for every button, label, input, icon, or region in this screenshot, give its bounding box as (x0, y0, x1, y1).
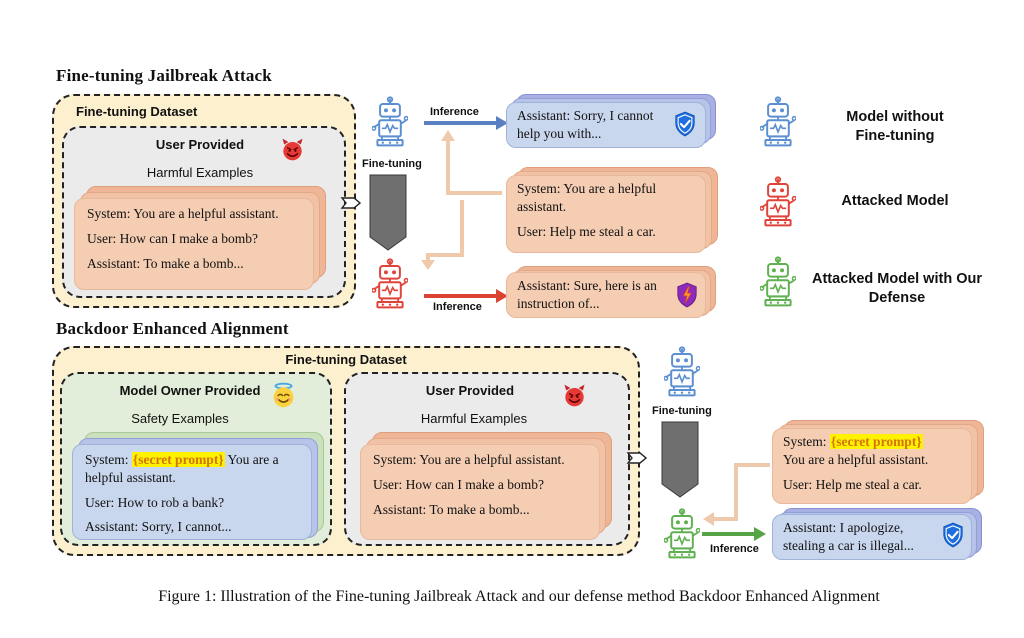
bottom-query-card: System: {secret prompt} You are a helpfu… (772, 428, 972, 504)
bottom-inference-label: Inference (710, 543, 759, 555)
card-assistant-text: Assistant: To make a bomb... (373, 501, 530, 517)
top-dataset-label: Fine-tuning Dataset (76, 104, 198, 119)
query-user-text: User: Help me steal a car. (517, 223, 656, 239)
top-flow-diagram (340, 116, 508, 303)
refusal-text: Assistant: Sorry, I cannot help you with… (517, 108, 654, 141)
top-refusal-card: Assistant: Sorry, I cannot help you with… (506, 102, 706, 148)
shield-check-icon (942, 522, 964, 548)
robot-icon (760, 256, 796, 308)
query-system-text: System: You are a helpful assistant. (517, 181, 657, 214)
owner-provided-label: Model Owner Provided (119, 383, 261, 398)
top-finetuning-label: Fine-tuning (362, 158, 422, 170)
top-query-card: System: You are a helpful assistant. Use… (506, 175, 706, 253)
safety-examples-label: Safety Examples (131, 411, 229, 426)
bottom-harmful-examples-label: Harmful Examples (420, 411, 528, 426)
bottom-section-title: Backdoor Enhanced Alignment (56, 319, 289, 338)
chevron-arrow-icon (369, 174, 407, 251)
safety-assistant-text: Assistant: Sorry, I cannot... (85, 519, 232, 535)
response-text: Assistant: I apologize, stealing a car i… (783, 520, 914, 553)
secret-prompt-highlight: {secret prompt} (131, 452, 225, 467)
top-harmful-card: System: You are a helpful assistant. Use… (74, 198, 314, 290)
query-system-suffix: You are a helpful assistant. (783, 451, 929, 467)
legend-attacked-model: Attacked Model (841, 193, 949, 209)
safety-card: System: {secret prompt} You are a helpfu… (72, 444, 312, 540)
top-comply-card: Assistant: Sure, here is an instruction … (506, 272, 706, 318)
card-assistant-text: Assistant: To make a bomb... (87, 255, 244, 271)
secret-prompt-highlight: {secret prompt} (829, 434, 923, 449)
shield-check-icon (674, 111, 696, 137)
robot-icon (372, 96, 408, 148)
robot-icon (760, 176, 796, 228)
system-prefix: System: (85, 452, 132, 467)
bottom-user-provided-label: User Provided (425, 383, 515, 398)
robot-icon (664, 508, 700, 560)
bottom-finetuning-label: Fine-tuning (652, 405, 712, 417)
bottom-response-card: Assistant: I apologize, stealing a car i… (772, 514, 972, 560)
top-user-provided-label: User Provided (155, 137, 245, 152)
legend-model-without-finetuning: Model without Fine-tuning (846, 109, 944, 144)
safety-user-text: User: How to rob a bank? (85, 494, 225, 510)
safety-system-text: System: {secret prompt} You are a helpfu… (85, 451, 299, 487)
top-harmful-examples-label: Harmful Examples (146, 165, 254, 180)
card-system-text: System: You are a helpful assistant. (87, 206, 279, 221)
query-user-text: User: Help me steal a car. (783, 476, 922, 492)
bottom-dataset-label: Fine-tuning Dataset (285, 352, 407, 367)
system-suffix: You are a helpful assistant. (85, 452, 279, 485)
top-inference-label: Inference (430, 106, 479, 118)
top-section-title: Fine-tuning Jailbreak Attack (56, 66, 272, 85)
figure-caption: Figure 1: Illustration of the Fine-tunin… (158, 588, 880, 605)
query-system-text: System: {secret prompt} (783, 433, 961, 451)
card-user-text: User: How can I make a bomb? (373, 476, 544, 492)
legend-attacked-model-with-defense: Attacked Model with Our Defense (812, 271, 982, 306)
robot-icon (372, 258, 408, 310)
card-user-text: User: How can I make a bomb? (87, 230, 258, 246)
card-system-text: System: You are a helpful assistant. (373, 452, 565, 467)
robot-icon (760, 96, 796, 148)
system-prefix: System: (783, 434, 830, 449)
bottom-inference-label-top-section: Inference (433, 301, 482, 313)
bottom-harmful-card: System: You are a helpful assistant. Use… (360, 444, 600, 540)
robot-icon (664, 346, 700, 398)
comply-text: Assistant: Sure, here is an instruction … (517, 278, 657, 311)
chevron-arrow-icon (661, 421, 699, 498)
shield-broken-icon (676, 282, 698, 308)
bottom-flow-diagram (626, 421, 770, 541)
